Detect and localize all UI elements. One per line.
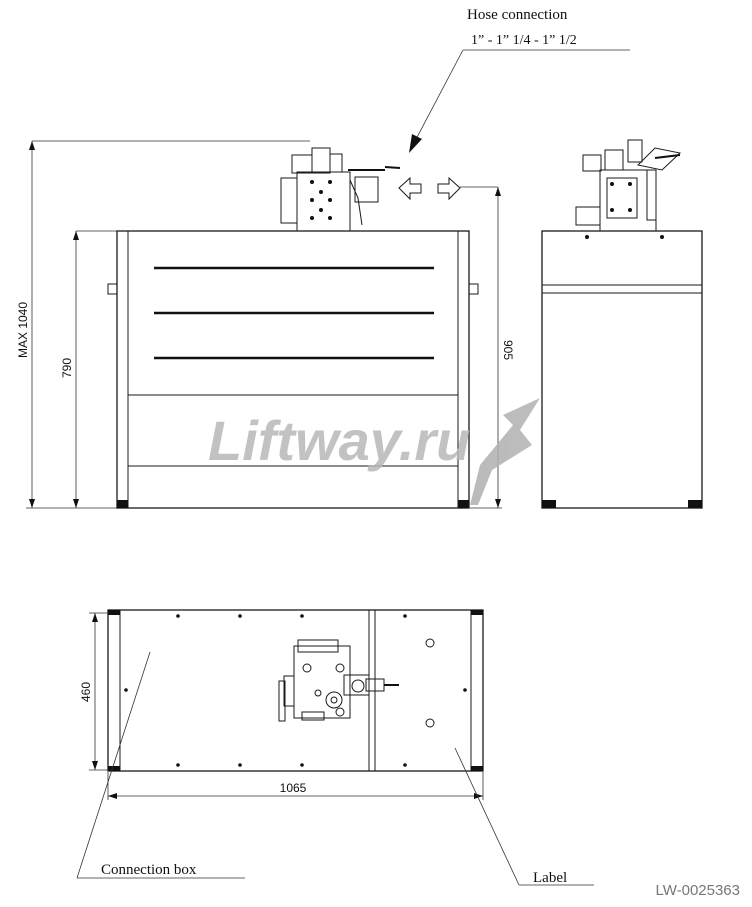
dimension-max-1040: MAX 1040 <box>16 302 30 358</box>
right-arrow-icon <box>437 176 461 201</box>
hose-connection-sizes: 1” - 1” 1/4 - 1” 1/2 <box>471 33 577 48</box>
dimension-1065: 1065 <box>280 781 307 795</box>
label-callout: Label <box>454 747 594 886</box>
side-view <box>541 139 703 509</box>
hose-connection-callout: Hose connection 1” - 1” 1/4 - 1” 1/2 <box>409 7 630 153</box>
top-view: 460 1065 <box>79 609 484 800</box>
dimension-790: 790 <box>60 358 74 378</box>
connection-box-callout: Connection box <box>76 651 245 879</box>
label-label: Label <box>533 870 567 886</box>
left-arrow-icon <box>398 176 422 201</box>
connection-box-label: Connection box <box>101 862 197 878</box>
arrow-head <box>409 134 422 153</box>
front-view: MAX 1040 790 905 <box>16 140 515 509</box>
dimension-460: 460 <box>79 682 93 702</box>
watermark-text: Liftway.ru <box>208 409 470 472</box>
watermark: Liftway.ru <box>208 398 540 505</box>
watermark-arrow-icon <box>470 398 540 505</box>
dimension-905: 905 <box>501 340 515 360</box>
document-code: LW-0025363 <box>655 882 740 899</box>
hose-connection-title: Hose connection <box>467 7 568 23</box>
